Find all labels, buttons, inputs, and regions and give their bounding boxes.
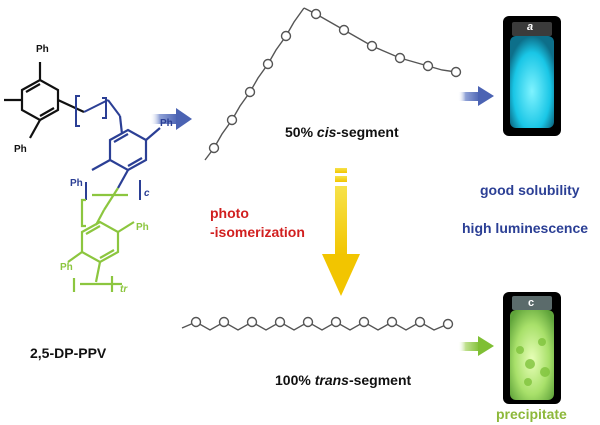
trans-word: trans [314,372,349,388]
arrow-to-vial-c [458,336,494,356]
trans-segment-label: 100% trans-segment [275,372,411,388]
blue-monomer-unit [91,115,161,189]
cis-segment-label: 50% cis-segment [285,124,399,140]
vial-a-letter: a [527,21,534,33]
green-monomer-unit [67,220,135,292]
cis-chain [204,7,462,161]
trans-chain [181,316,454,331]
arrow-to-vial-a [458,86,494,106]
trans-repeat-subscript: tr [120,284,128,295]
cis-suffix: -segment [336,124,399,140]
property-precipitate: precipitate [496,406,567,422]
trans-suffix: -segment [348,372,412,388]
ph-label-black-bottom: Ph [14,144,27,155]
process-line-1: photo [210,205,249,221]
bracket-cis [75,95,121,127]
photoisomerization-arrow [322,168,360,296]
cis-word: cis [316,124,337,140]
black-monomer-unit [4,62,85,139]
green-vinylene [80,187,128,228]
vial-a-solution [503,16,561,136]
ph-label-black-top: Ph [36,44,49,55]
bracket-cis-end [85,180,141,200]
cis-percent: 50% [285,124,317,140]
arrow-to-cis [150,108,192,130]
vial-c-letter: c [528,297,535,309]
ph-label-blue-right: Ph [160,118,173,129]
polymer-name: 2,5-DP-PPV [30,345,107,361]
trans-percent: 100% [275,372,315,388]
vial-c-precipitate [503,292,561,404]
property-luminescence: high luminescence [462,220,589,236]
ph-label-green-right: Ph [136,222,149,233]
property-solubility: good solubility [480,182,580,198]
cis-repeat-subscript: c [144,188,150,199]
ph-label-blue-left: Ph [70,178,83,189]
ph-label-green-left: Ph [60,262,73,273]
photoisomerization-label: photo -isomerization [210,204,305,242]
process-line-2: -isomerization [210,224,305,240]
